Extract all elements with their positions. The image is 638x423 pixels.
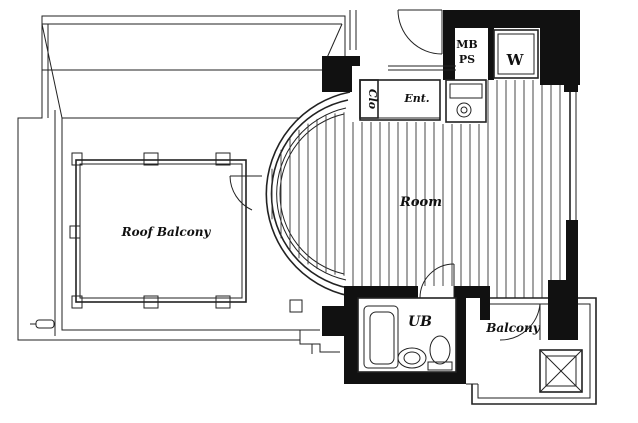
kitchen-unit (445, 79, 487, 123)
label-balcony: Balcony (485, 321, 541, 335)
curved-window (229, 91, 351, 297)
label-unit-bath: UB (408, 314, 432, 330)
label-closet: Clo (366, 89, 379, 109)
unit-bath (357, 263, 457, 373)
label-roof-balcony: Roof Balcony (121, 225, 212, 239)
label-entrance: Ent. (403, 92, 429, 105)
walls (322, 10, 580, 384)
entrance-area (349, 9, 456, 121)
service-spaces (493, 29, 539, 79)
room-flooring (271, 80, 561, 298)
label-room: Room (399, 195, 442, 210)
label-mb: MB (456, 38, 477, 51)
balcony-area (466, 297, 597, 405)
label-washer: W (506, 51, 525, 69)
roof-balcony-area (17, 15, 346, 354)
label-ps: PS (459, 53, 475, 66)
